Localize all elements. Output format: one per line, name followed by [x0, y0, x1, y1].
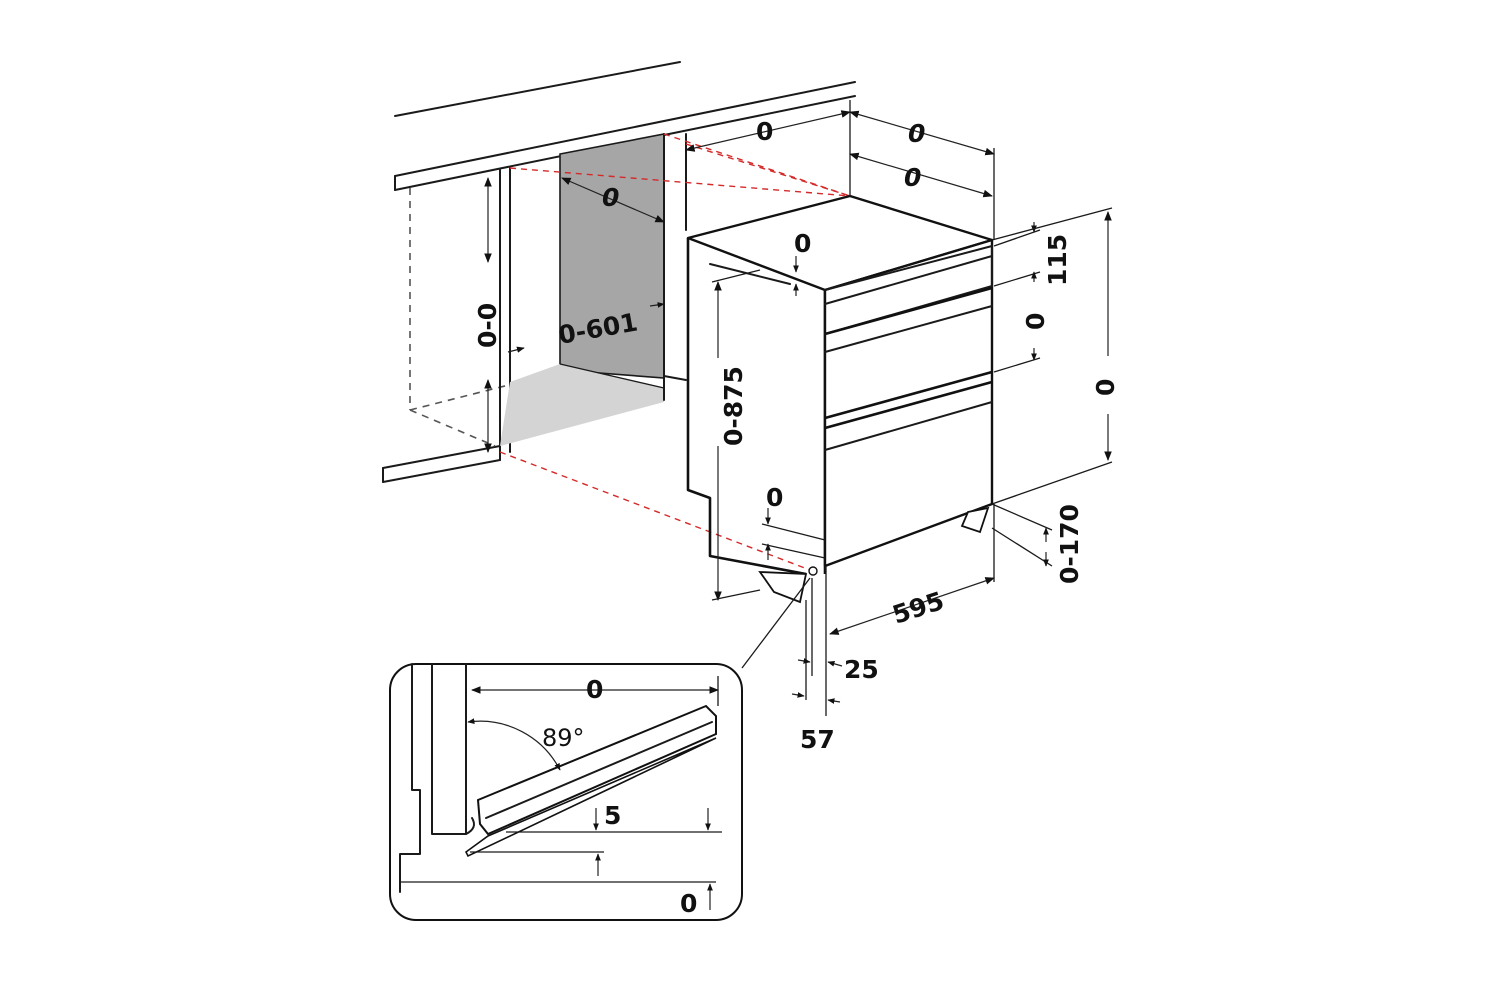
dim-plinth-gap: 0	[766, 483, 783, 512]
dim-top-width-inner: 0	[904, 163, 921, 192]
dimension-lines	[484, 100, 1113, 716]
dim-height-range: 0-875	[719, 366, 748, 446]
alignment-guides	[499, 133, 851, 571]
dim-niche-depth: 0	[602, 183, 619, 212]
detail-inset	[389, 663, 743, 921]
dim-top-depth: 0	[756, 117, 773, 146]
dim-top-gap: 0	[794, 229, 811, 258]
detail-door-gap: 5	[604, 801, 621, 830]
dim-panel-top: 115	[1043, 234, 1072, 286]
dim-panel-mid: 0	[1021, 313, 1050, 330]
dim-niche-height: 0-0	[473, 303, 502, 348]
detail-floor-gap: 0	[680, 889, 697, 918]
dim-total-height: 0	[1091, 379, 1120, 396]
kitchen-cabinet	[382, 61, 856, 483]
dim-offset-25: 25	[844, 655, 879, 684]
detail-clearance: 0	[586, 675, 603, 704]
dim-top-width-outer: 0	[908, 119, 925, 148]
dim-plinth-height: 0-170	[1055, 504, 1084, 584]
dim-offset-57: 57	[800, 725, 835, 754]
dim-width: 595	[889, 586, 948, 630]
oven-appliance	[686, 194, 994, 604]
detail-door-angle: 89°	[542, 724, 585, 752]
